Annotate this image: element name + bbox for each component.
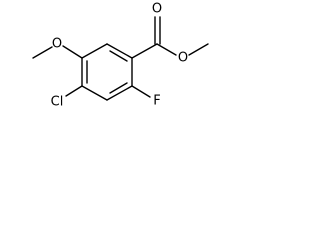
ring-to-methoxy-oxygen-bond xyxy=(62,45,83,59)
fluorine-label: F xyxy=(153,94,160,109)
ring-double-bond xyxy=(109,50,128,62)
ring-bond xyxy=(106,43,133,59)
ester-oxygen-label: O xyxy=(178,51,188,66)
carbonyl-to-ester-oxygen-bond xyxy=(156,43,177,56)
ring-to-fluorine-bond xyxy=(131,85,151,98)
atom-labels: O O O Cl F xyxy=(51,2,188,110)
ring-to-chlorine-bond xyxy=(65,85,83,97)
methoxy-oxygen-label: O xyxy=(52,37,62,52)
methoxy-oxygen-to-methyl-bond xyxy=(32,46,53,59)
ester-carbonyl-oxygen-label: O xyxy=(152,2,162,17)
chlorine-label: Cl xyxy=(51,95,64,110)
molecule-structure-diagram: O O O Cl F xyxy=(32,2,209,110)
ring-double-bond xyxy=(109,82,128,94)
ring-to-carbonyl-bond xyxy=(131,43,158,59)
ring-bond xyxy=(106,85,133,101)
bond-lines xyxy=(32,16,209,101)
ring-bond xyxy=(81,43,108,59)
ring-bond xyxy=(81,85,108,101)
ester-oxygen-to-methyl-bond xyxy=(188,43,209,56)
